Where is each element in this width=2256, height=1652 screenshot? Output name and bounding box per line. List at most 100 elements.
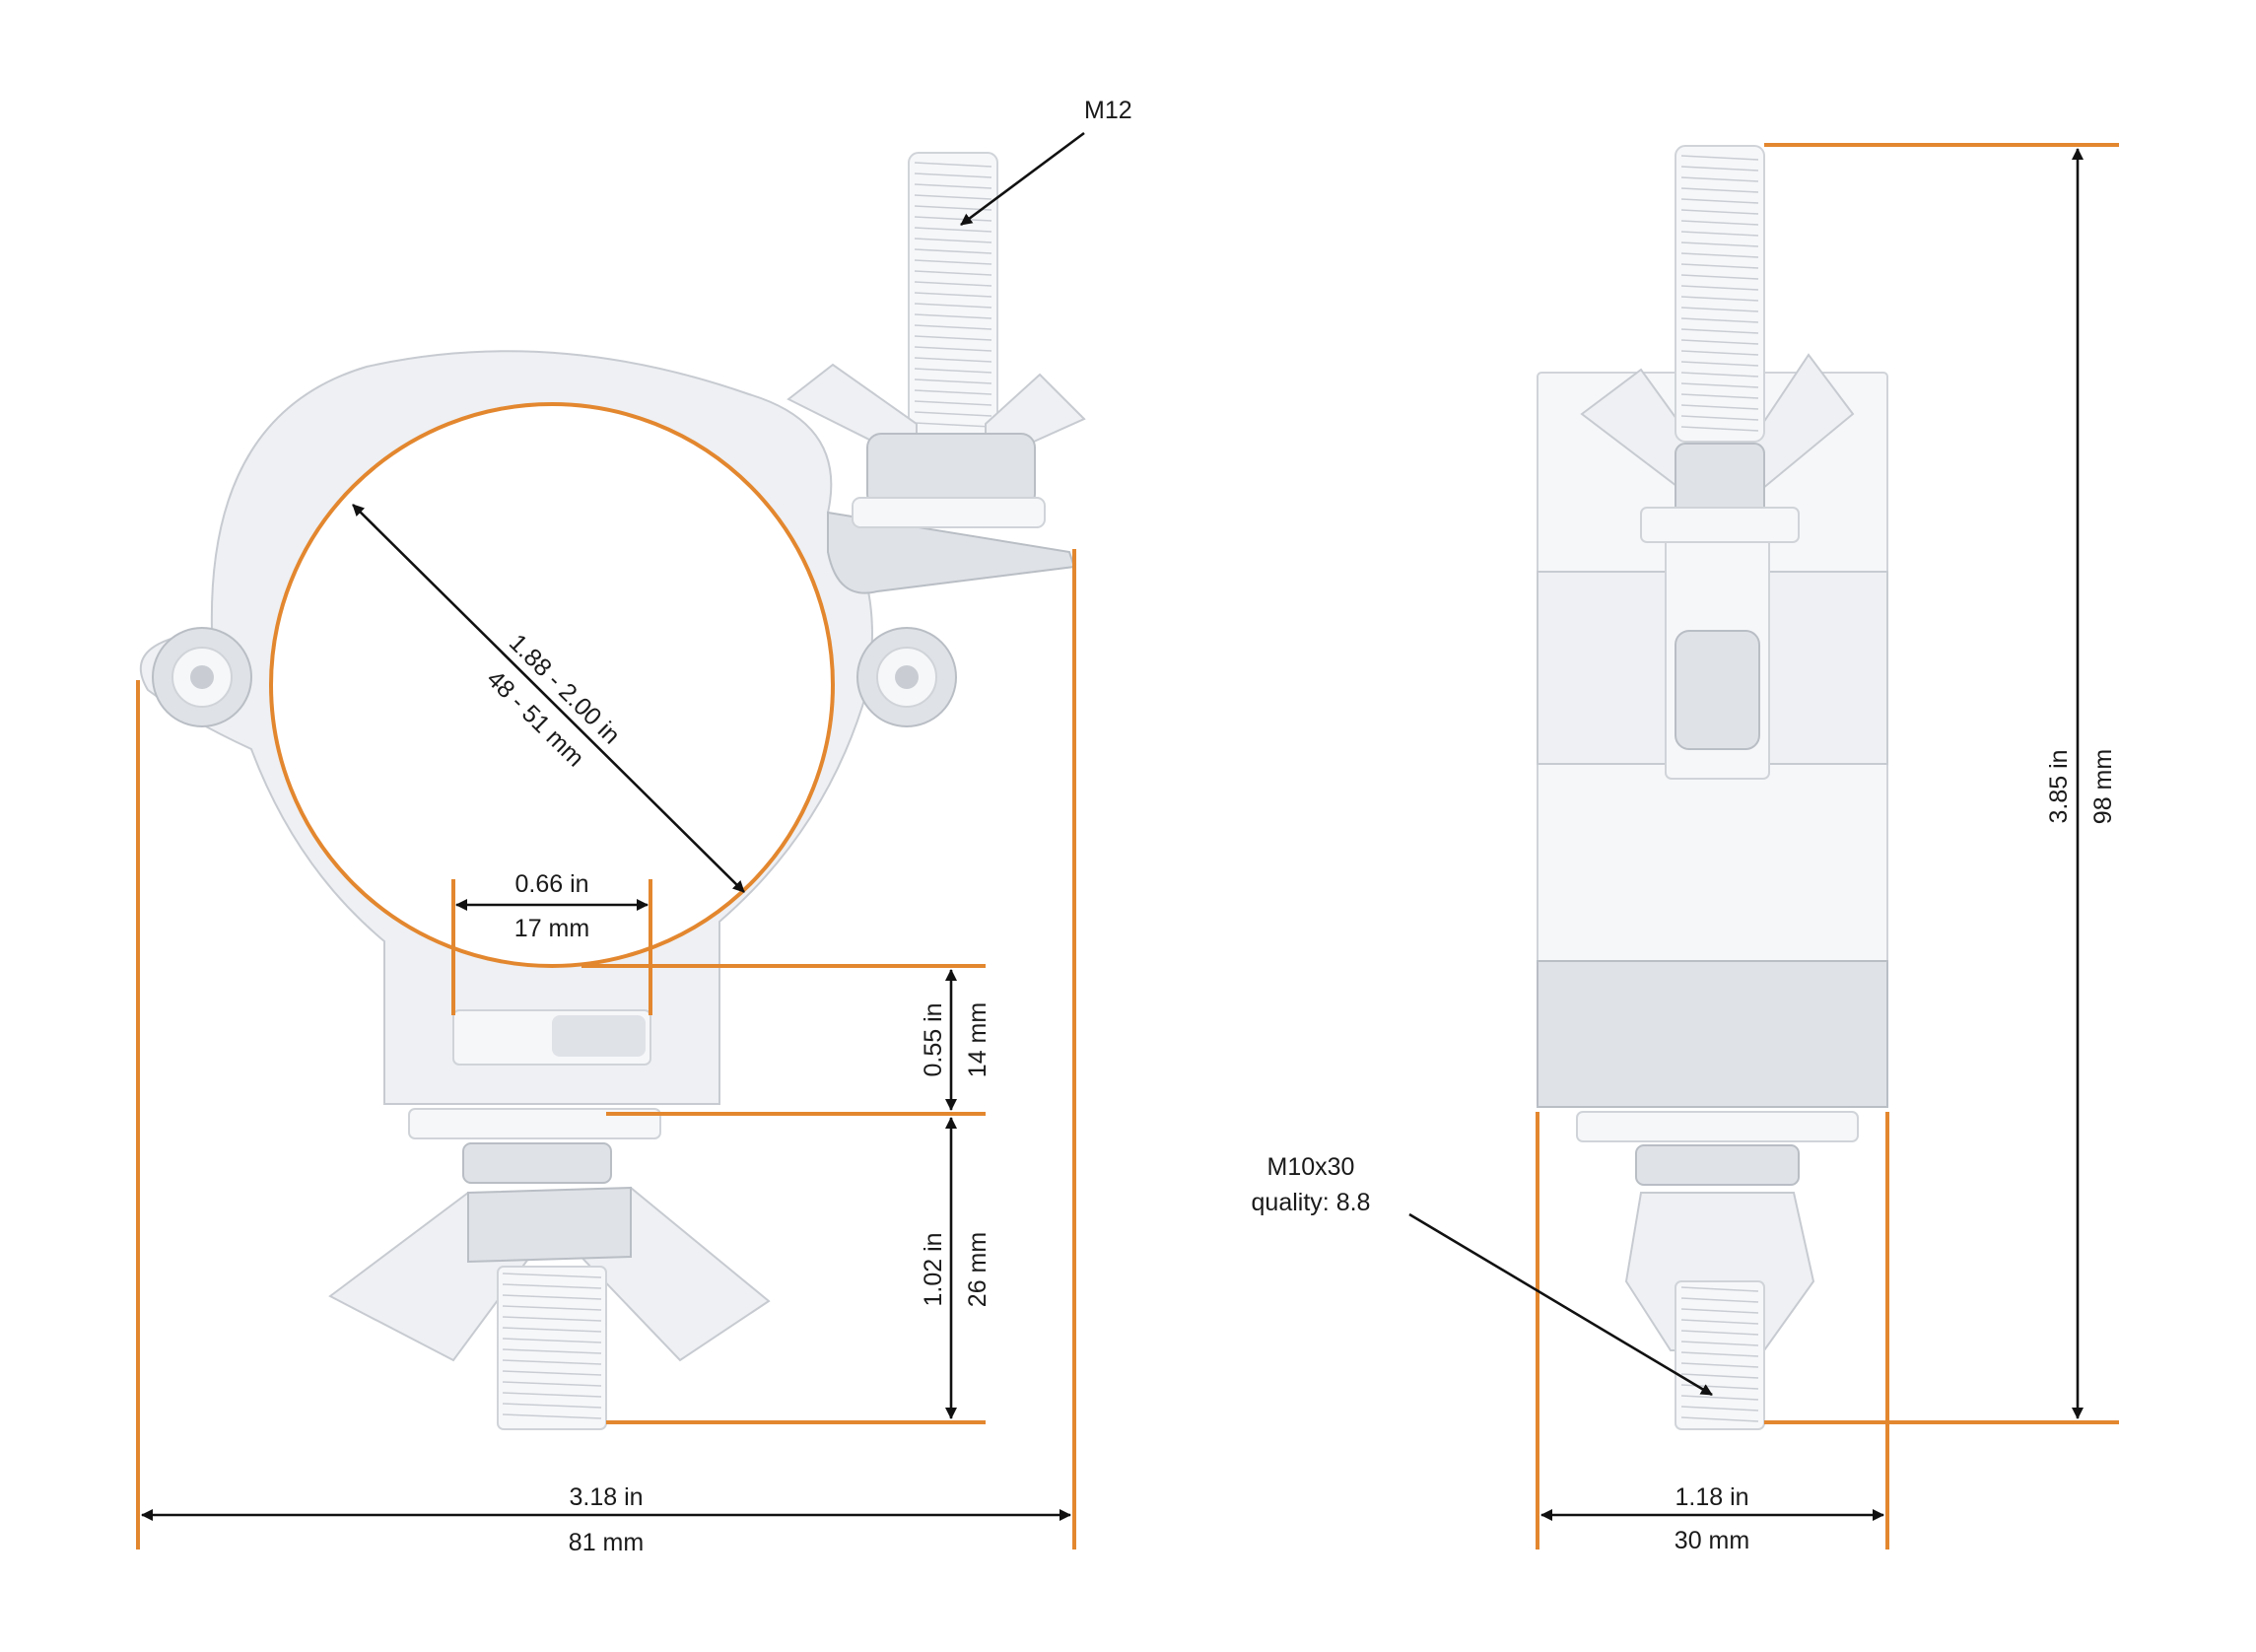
bolt-thread [1680, 415, 1759, 421]
base-height-inch-label: 0.55 in [920, 1002, 947, 1076]
bolt-thread [914, 162, 992, 168]
total-width-mm-label: 81 mm [569, 1529, 644, 1556]
bolt-thread [1680, 317, 1759, 323]
bolt-thread [914, 400, 992, 406]
bolt-thread [1680, 176, 1759, 182]
bolt-thread [1680, 1308, 1759, 1314]
bolt-thread [1680, 1406, 1759, 1411]
bolt-thread [914, 259, 992, 265]
bolt-thread [502, 1359, 602, 1365]
bolt-thread [914, 313, 992, 319]
bolt-thread [1680, 361, 1759, 367]
bolt-thread [914, 422, 992, 428]
bolt-thread [914, 324, 992, 330]
bolt-thread [1680, 1297, 1759, 1303]
bolt-thread [1680, 1351, 1759, 1357]
bolt-thread [1680, 1373, 1759, 1379]
side-width-inch-label: 1.18 in [1675, 1483, 1748, 1511]
bolt-thread [502, 1392, 602, 1398]
bolt-thread [502, 1348, 602, 1354]
bolt-thread [914, 368, 992, 374]
bolt-thread [1680, 426, 1759, 432]
bolt-thread [502, 1413, 602, 1419]
bolt-thread [914, 292, 992, 298]
bolt-thread [502, 1305, 602, 1311]
bolt-thread [502, 1370, 602, 1376]
bolt-thread [502, 1273, 602, 1278]
bolt-thread [914, 379, 992, 384]
side-bottom-bolt [1576, 1111, 1859, 1430]
bolt-thread [1680, 404, 1759, 410]
bottom-bolt [328, 1108, 771, 1430]
bolt-thread [914, 194, 992, 200]
bolt-thread [1680, 1286, 1759, 1292]
bolt-thread [1680, 1395, 1759, 1401]
bolt-thread [1680, 307, 1759, 312]
bolt-thread [502, 1316, 602, 1322]
slot-width-mm-label: 17 mm [514, 915, 589, 942]
bolt-thread [1680, 1330, 1759, 1336]
side-top-bolt [1675, 145, 1765, 443]
side-width-mm-label: 30 mm [1675, 1527, 1749, 1554]
bolt-thread [502, 1283, 602, 1289]
base-height-mm-label: 14 mm [964, 1002, 991, 1077]
diameter-arrow [352, 504, 745, 893]
bolt-thread [502, 1294, 602, 1300]
bolt-thread [914, 238, 992, 243]
bolt-thread [1680, 350, 1759, 356]
bolt-thread [1680, 231, 1759, 237]
bolt-thread [1680, 252, 1759, 258]
bolt-thread [1680, 274, 1759, 280]
bolt-quality-label: quality: 8.8 [1252, 1189, 1371, 1216]
total-height-inch-label: 3.85 in [2045, 749, 2073, 823]
bolt-thread [1680, 372, 1759, 378]
bolt-thread [914, 270, 992, 276]
bolt-thread [1680, 220, 1759, 226]
bolt-thread [1680, 1416, 1759, 1422]
bolt-thread [1680, 187, 1759, 193]
total-height-mm-label: 98 mm [2089, 749, 2117, 824]
bolt-thread [1680, 1341, 1759, 1346]
bolt-thread [914, 172, 992, 178]
bolt-thread [914, 335, 992, 341]
tube-outline [269, 402, 835, 968]
bolt-thread [914, 346, 992, 352]
bolt-thread [502, 1403, 602, 1409]
bolt-thread [1680, 1319, 1759, 1325]
bolt-spec-label: M10x30 [1267, 1153, 1355, 1181]
bolt-thread [914, 357, 992, 363]
bolt-thread [1680, 166, 1759, 172]
bolt-spec-leader-arrow [1408, 1212, 1713, 1397]
bolt-thread [914, 183, 992, 189]
bolt-thread [1680, 209, 1759, 215]
bolt-thread [1680, 382, 1759, 388]
bolt-thread [1680, 296, 1759, 302]
bolt-thread [502, 1327, 602, 1333]
bolt-thread [1680, 198, 1759, 204]
bolt-thread [1680, 393, 1759, 399]
bolt-thread [1680, 328, 1759, 334]
left-hinge-pin [152, 627, 252, 727]
bolt-thread [1680, 339, 1759, 345]
bolt-length-inch-label: 1.02 in [920, 1232, 947, 1306]
bolt-length-mm-label: 26 mm [964, 1232, 991, 1307]
bolt-thread [1680, 1362, 1759, 1368]
bolt-thread [1680, 263, 1759, 269]
bolt-thread [1680, 155, 1759, 161]
top-bolt [786, 152, 1086, 528]
bolt-thread [914, 281, 992, 287]
bolt-thread [914, 248, 992, 254]
right-hinge-pin [856, 627, 957, 727]
bolt-thread [914, 411, 992, 417]
bolt-thread [914, 303, 992, 309]
bolt-thread [914, 389, 992, 395]
bolt-thread [502, 1338, 602, 1343]
bolt-thread [914, 216, 992, 222]
front-view: 1.88 - 2.00 in 48 - 51 mm M12 0.66 in 17… [136, 97, 1132, 1556]
side-view: 3.85 in 98 mm 1.18 in 30 mm M10x30 quali… [1252, 143, 2119, 1554]
bolt-thread [914, 227, 992, 233]
bolt-thread [1680, 285, 1759, 291]
m12-leader-arrow [960, 131, 1085, 227]
slot-width-inch-label: 0.66 in [514, 870, 588, 898]
